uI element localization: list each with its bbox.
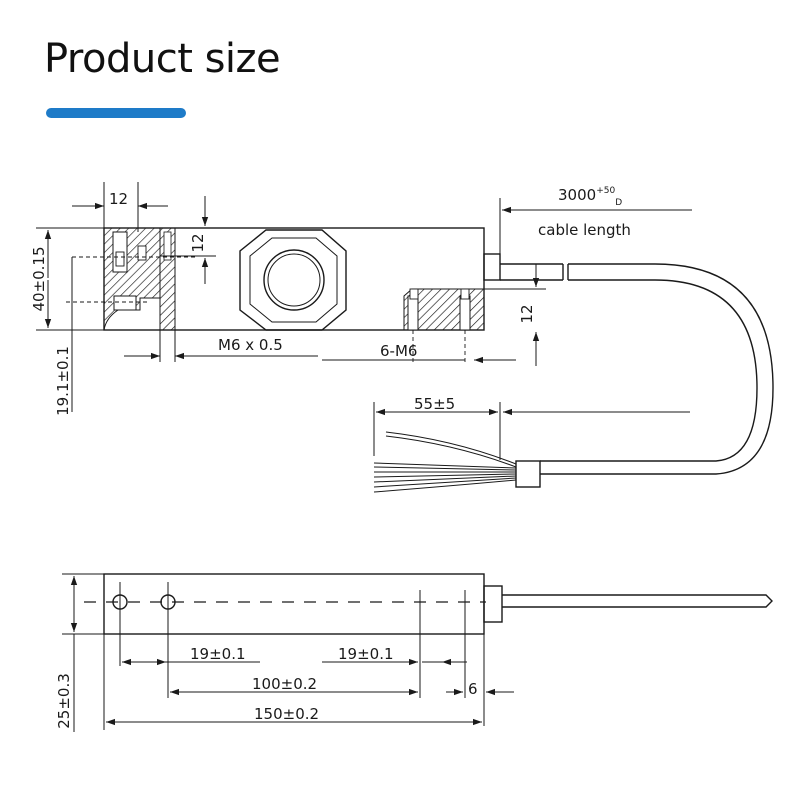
cable-drawing xyxy=(373,263,774,493)
title-accent-bar xyxy=(46,108,186,118)
load-cell-top-view xyxy=(84,573,773,698)
left-mount-section xyxy=(66,227,198,331)
cable-length-label: cable length xyxy=(538,221,631,239)
dim-12-top: 12 xyxy=(109,190,128,208)
dim-12-end: 12 xyxy=(518,304,536,323)
dim-6: 6 xyxy=(468,680,478,698)
cable-length-dimension: 3000+50D cable length xyxy=(499,186,692,254)
cable-ferrule xyxy=(515,460,541,488)
gauge-pocket xyxy=(239,229,347,331)
page-title: Product size xyxy=(44,36,281,82)
dim-150: 150±0.2 xyxy=(254,705,319,723)
dim-19-left: 19±0.1 xyxy=(190,645,246,663)
side-view-dimensions: 25±0.3 19±0.1 19±0.1 100±0.2 6 150±0.2 xyxy=(55,573,514,732)
right-mount-section xyxy=(403,288,485,362)
dim-12-right: 12 xyxy=(189,233,207,252)
top-view-dimensions: 12 12 40±0.15 19.1±0.1 M6 x 0.5 xyxy=(30,182,546,416)
load-cell-front-view xyxy=(66,227,564,362)
strip-length-dimension: 55±5 xyxy=(373,395,690,460)
cable-gland xyxy=(483,253,501,281)
side-cable-gland xyxy=(483,585,503,623)
cable-length-tol-upper: +50 xyxy=(596,186,615,196)
cable-length-tol-lower: D xyxy=(615,198,622,208)
dim-40: 40±0.15 xyxy=(30,246,48,311)
dim-19-right: 19±0.1 xyxy=(338,645,394,663)
cable-inner-edge xyxy=(540,279,758,462)
strip-length: 55±5 xyxy=(414,395,455,413)
cable-stub xyxy=(500,263,564,281)
dim-100: 100±0.2 xyxy=(252,675,317,693)
dim-25: 25±0.3 xyxy=(55,673,73,729)
side-cable xyxy=(502,594,773,608)
cable-length-value: 3000+50D xyxy=(558,186,622,208)
thread-m6: M6 x 0.5 xyxy=(218,336,283,354)
cable-wires xyxy=(373,431,517,493)
cable-outer-edge xyxy=(540,263,774,475)
holes-6m6: 6-M6 xyxy=(380,342,417,360)
dim-19-1: 19.1±0.1 xyxy=(54,346,72,416)
